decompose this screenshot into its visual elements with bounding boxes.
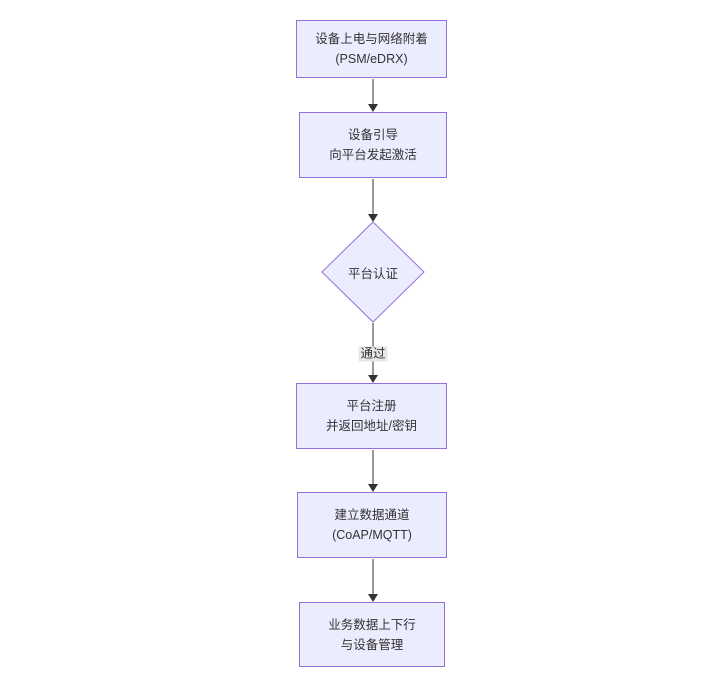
- node-label-line: 向平台发起激活: [329, 148, 417, 162]
- diamond-shape: [321, 221, 425, 323]
- flowchart-node-power-on-attach: 设备上电与网络附着 (PSM/eDRX): [296, 20, 447, 78]
- arrowhead-icon: [368, 484, 378, 492]
- edge-label-pass: 通过: [358, 346, 388, 362]
- node-label-line: (PSM/eDRX): [335, 52, 408, 66]
- flowchart-node-data-channel: 建立数据通道 (CoAP/MQTT): [297, 492, 447, 558]
- flowchart-node-business-data: 业务数据上下行 与设备管理: [299, 602, 445, 667]
- edge-line: [372, 450, 374, 486]
- edge-line: [372, 179, 374, 216]
- arrowhead-icon: [368, 594, 378, 602]
- arrowhead-icon: [368, 375, 378, 383]
- flowchart-node-bootstrap-activate: 设备引导 向平台发起激活: [299, 112, 447, 178]
- flowchart-edge: [367, 179, 379, 222]
- arrowhead-icon: [368, 104, 378, 112]
- edge-line: [372, 79, 374, 106]
- flowchart-edge: [367, 79, 379, 112]
- flowchart-node-platform-register: 平台注册 并返回地址/密钥: [296, 383, 447, 449]
- arrowhead-icon: [368, 214, 378, 222]
- flowchart-edge: [367, 559, 379, 602]
- node-label-line: 平台注册: [346, 399, 397, 413]
- node-label-line: 并返回地址/密钥: [326, 419, 417, 433]
- node-label-line: 设备上电与网络附着: [315, 32, 428, 46]
- flowchart-decision-platform-auth: 平台认证: [321, 221, 425, 323]
- flowchart-edge: [367, 450, 379, 492]
- node-label-line: 建立数据通道: [334, 508, 410, 522]
- node-label-line: (CoAP/MQTT): [332, 528, 412, 542]
- node-label-line: 业务数据上下行: [328, 617, 416, 632]
- edge-line: [372, 559, 374, 596]
- node-label-line: 与设备管理: [340, 637, 404, 652]
- node-label-line: 平台认证: [347, 266, 398, 281]
- node-label-line: 设备引导: [347, 128, 398, 142]
